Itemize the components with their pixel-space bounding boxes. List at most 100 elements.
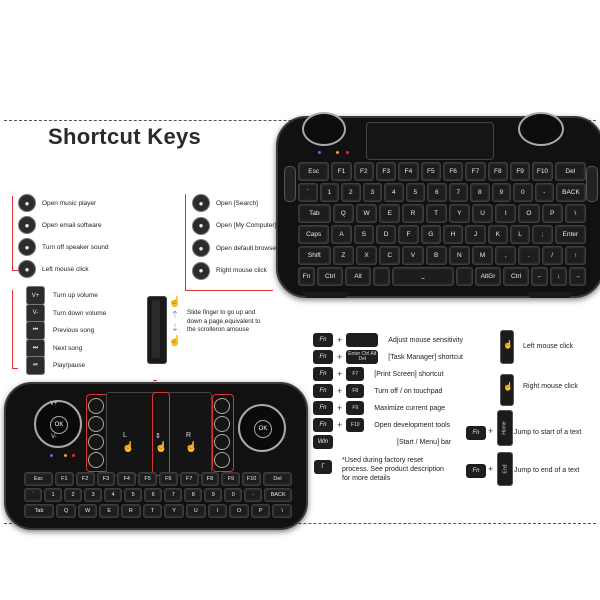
side-button-left[interactable] bbox=[284, 166, 296, 202]
key[interactable]: F9 bbox=[509, 162, 531, 181]
key[interactable]: ↑ bbox=[564, 246, 586, 265]
key[interactable]: → bbox=[569, 267, 586, 286]
app-button-2[interactable] bbox=[214, 434, 230, 450]
key[interactable]: B bbox=[425, 246, 447, 265]
key[interactable]: F4 bbox=[398, 162, 419, 181]
key[interactable]: ← bbox=[531, 267, 548, 286]
key[interactable]: ` bbox=[298, 183, 318, 202]
key[interactable]: W bbox=[355, 204, 378, 223]
key[interactable]: F4 bbox=[117, 472, 137, 486]
media-button-0[interactable] bbox=[88, 398, 104, 414]
key[interactable]: C bbox=[379, 246, 401, 265]
key[interactable]: S bbox=[353, 225, 374, 244]
key[interactable]: \ bbox=[564, 204, 586, 223]
key[interactable]: R bbox=[121, 504, 141, 518]
key[interactable]: Fn bbox=[298, 267, 315, 286]
key[interactable]: Del bbox=[263, 472, 292, 486]
key[interactable]: Caps bbox=[298, 225, 330, 244]
key[interactable]: Alt bbox=[345, 267, 371, 286]
key[interactable]: U bbox=[185, 504, 206, 518]
key[interactable]: F bbox=[398, 225, 419, 244]
key[interactable]: F8 bbox=[487, 162, 508, 181]
key[interactable]: F8 bbox=[200, 472, 220, 486]
key[interactable]: T bbox=[142, 504, 163, 518]
key[interactable]: X bbox=[355, 246, 378, 265]
key[interactable]: ↓ bbox=[550, 267, 567, 286]
key[interactable]: F5 bbox=[420, 162, 441, 181]
key[interactable] bbox=[456, 267, 473, 286]
key[interactable]: F7 bbox=[465, 162, 486, 181]
key[interactable]: 1 bbox=[319, 183, 339, 202]
key[interactable]: G bbox=[420, 225, 441, 244]
key[interactable]: 6 bbox=[144, 488, 163, 502]
key[interactable]: F1 bbox=[54, 472, 74, 486]
key[interactable]: Esc bbox=[24, 472, 53, 486]
key[interactable]: / bbox=[541, 246, 563, 265]
key[interactable]: Ctrl bbox=[503, 267, 529, 286]
dpad-right-bottom[interactable]: OK bbox=[238, 404, 286, 452]
key[interactable]: M bbox=[471, 246, 494, 265]
key[interactable]: - bbox=[244, 488, 263, 502]
app-button-1[interactable] bbox=[214, 416, 230, 432]
key[interactable]: 6 bbox=[427, 183, 447, 202]
key[interactable]: Ctrl bbox=[317, 267, 343, 286]
key[interactable]: F10 bbox=[532, 162, 553, 181]
key[interactable]: F10 bbox=[242, 472, 262, 486]
key[interactable]: 1 bbox=[44, 488, 63, 502]
key[interactable]: K bbox=[487, 225, 508, 244]
key[interactable]: Esc bbox=[298, 162, 330, 181]
key[interactable]: F2 bbox=[353, 162, 374, 181]
key[interactable]: O bbox=[518, 204, 540, 223]
key[interactable]: U bbox=[471, 204, 494, 223]
key[interactable]: Y bbox=[164, 504, 184, 518]
key[interactable]: 9 bbox=[204, 488, 223, 502]
key[interactable]: F6 bbox=[442, 162, 464, 181]
key[interactable]: I bbox=[207, 504, 228, 518]
key[interactable]: ; bbox=[532, 225, 553, 244]
key[interactable]: 4 bbox=[104, 488, 123, 502]
key[interactable]: D bbox=[375, 225, 397, 244]
key[interactable]: 7 bbox=[448, 183, 468, 202]
key[interactable]: F3 bbox=[375, 162, 397, 181]
key[interactable]: 0 bbox=[224, 488, 243, 502]
key[interactable]: F2 bbox=[75, 472, 95, 486]
app-button-3[interactable] bbox=[214, 452, 230, 468]
key[interactable]: I bbox=[495, 204, 517, 223]
key[interactable]: H bbox=[442, 225, 464, 244]
media-button-2[interactable] bbox=[88, 434, 104, 450]
key[interactable]: F1 bbox=[331, 162, 352, 181]
key[interactable]: Y bbox=[448, 204, 470, 223]
key[interactable]: Tab bbox=[24, 504, 55, 518]
key[interactable] bbox=[373, 267, 390, 286]
key[interactable]: BACK bbox=[264, 488, 293, 502]
key[interactable]: 3 bbox=[84, 488, 103, 502]
key[interactable]: 5 bbox=[124, 488, 143, 502]
key[interactable]: BACK bbox=[556, 183, 586, 202]
media-button-3[interactable] bbox=[88, 452, 104, 468]
key[interactable]: F3 bbox=[96, 472, 116, 486]
key[interactable]: O bbox=[229, 504, 249, 518]
key[interactable]: F6 bbox=[158, 472, 178, 486]
key[interactable]: Del bbox=[554, 162, 586, 181]
key[interactable]: Q bbox=[56, 504, 76, 518]
key[interactable]: AltGr bbox=[475, 267, 501, 286]
key[interactable]: \ bbox=[272, 504, 293, 518]
key[interactable]: W bbox=[77, 504, 98, 518]
side-button-right[interactable] bbox=[586, 166, 598, 202]
key[interactable]: A bbox=[331, 225, 352, 244]
key[interactable]: F7 bbox=[179, 472, 199, 486]
key[interactable]: R bbox=[402, 204, 424, 223]
key[interactable]: 8 bbox=[470, 183, 490, 202]
key[interactable]: 4 bbox=[384, 183, 404, 202]
key[interactable]: - bbox=[534, 183, 554, 202]
key[interactable]: 7 bbox=[164, 488, 183, 502]
key[interactable]: 5 bbox=[405, 183, 425, 202]
key[interactable]: F9 bbox=[221, 472, 241, 486]
key[interactable]: 8 bbox=[184, 488, 203, 502]
key[interactable]: ⎵ bbox=[392, 267, 454, 286]
key[interactable]: Shift bbox=[298, 246, 331, 265]
key[interactable]: Q bbox=[332, 204, 354, 223]
key[interactable]: E bbox=[99, 504, 120, 518]
app-button-0[interactable] bbox=[214, 398, 230, 414]
key[interactable]: Z bbox=[332, 246, 354, 265]
